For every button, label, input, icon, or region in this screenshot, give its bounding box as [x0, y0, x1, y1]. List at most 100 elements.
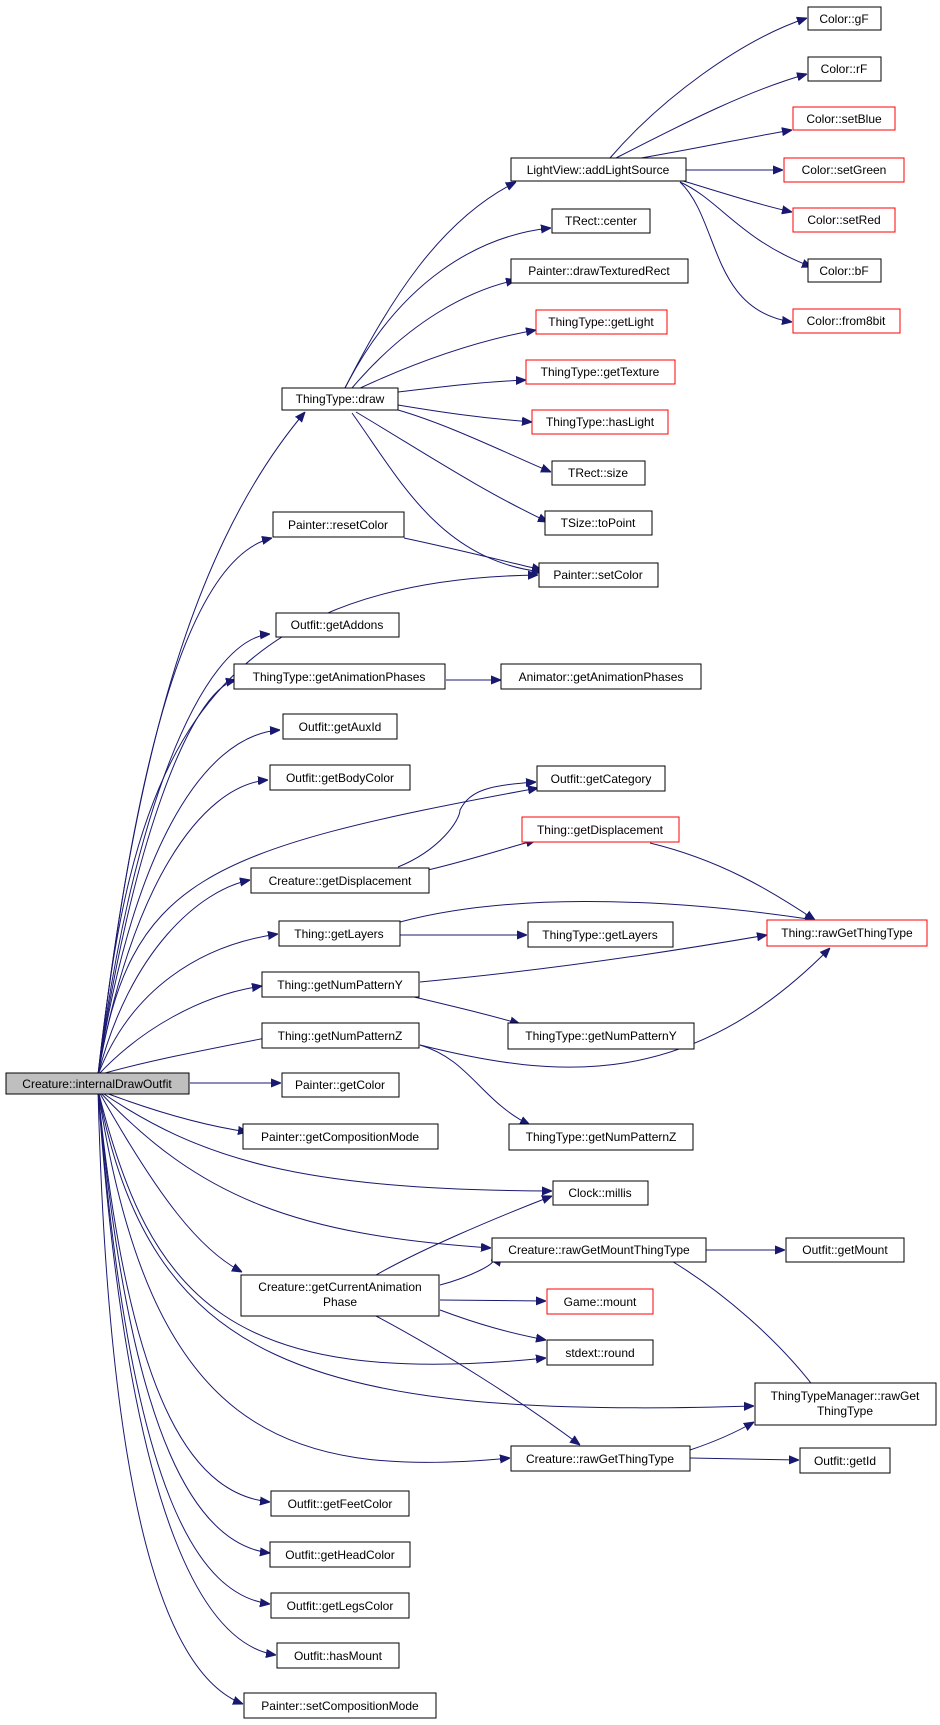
node-label: Painter::getColor [295, 1078, 385, 1092]
node-label: Color::rF [821, 62, 868, 76]
node-label: Outfit::getId [814, 1454, 876, 1468]
edge [97, 1089, 248, 1132]
edge [97, 1089, 552, 1191]
graph-node-color-setred[interactable]: Color::setRed [792, 207, 896, 233]
graph-node-painter-getcompositionmode[interactable]: Painter::getCompositionMode [242, 1123, 439, 1150]
edge [419, 948, 830, 1068]
graph-node-outfit-getid[interactable]: Outfit::getId [799, 1447, 891, 1474]
edge [97, 538, 272, 1076]
edge [649, 842, 815, 920]
graph-node-thing-rawgetthingtype[interactable]: Thing::rawGetThingType [766, 919, 928, 947]
edge [427, 840, 536, 871]
graph-node-color-setblue[interactable]: Color::setBlue [792, 106, 896, 131]
node-label: Thing::getDisplacement [537, 823, 664, 837]
edge [679, 181, 812, 267]
edge [97, 1089, 754, 1408]
graph-node-outfit-getheadcolor[interactable]: Outfit::getHeadColor [269, 1541, 411, 1568]
graph-node-thingtype-getnumpatternz[interactable]: ThingType::getNumPatternZ [508, 1123, 694, 1151]
edge [97, 986, 262, 1076]
node-label: Creature::getDisplacement [269, 874, 412, 888]
graph-node-painter-resetcolor[interactable]: Painter::resetColor [272, 511, 405, 538]
edge [97, 1089, 491, 1248]
graph-node-outfit-getbodycolor[interactable]: Outfit::getBodyColor [269, 764, 411, 791]
graph-node-thingtype-draw[interactable]: ThingType::draw [281, 387, 399, 411]
graph-node-lightview-addlightsource[interactable]: LightView::addLightSource [510, 157, 687, 182]
graph-node-stdext-round[interactable]: stdext::round [546, 1339, 654, 1366]
graph-node-clock-millis[interactable]: Clock::millis [552, 1180, 649, 1206]
node-label: Outfit::getHeadColor [285, 1548, 394, 1562]
graph-node-trect-center[interactable]: TRect::center [551, 208, 651, 234]
graph-node-color-setgreen[interactable]: Color::setGreen [783, 157, 905, 183]
edge [375, 1196, 552, 1276]
graph-node-painter-getcolor[interactable]: Painter::getColor [281, 1072, 400, 1098]
graph-node-outfit-getcategory[interactable]: Outfit::getCategory [536, 765, 666, 792]
graph-node-thing-getlayers[interactable]: Thing::getLayers [278, 920, 401, 947]
graph-node-creature-rawgetthingtype[interactable]: Creature::rawGetThingType [510, 1445, 691, 1472]
graph-node-root[interactable]: Creature::internalDrawOutfit [5, 1072, 190, 1095]
graph-node-color-from8bit[interactable]: Color::from8bit [792, 308, 901, 334]
graph-node-thingtype-getnumpatterny[interactable]: ThingType::getNumPatternY [507, 1022, 695, 1050]
graph-node-trect-size[interactable]: TRect::size [551, 460, 646, 486]
graph-node-thingtype-gettexture[interactable]: ThingType::getTexture [525, 359, 676, 385]
edge [351, 412, 542, 572]
edge [409, 995, 520, 1024]
edge [355, 411, 548, 522]
node-label: ThingType::getNumPatternY [525, 1029, 676, 1043]
node-label: Painter::getCompositionMode [261, 1130, 419, 1144]
graph-node-outfit-getlegscolor[interactable]: Outfit::getLegsColor [270, 1592, 410, 1619]
edge [97, 934, 278, 1076]
node-label: ThingType::getLight [548, 315, 654, 329]
edge [399, 901, 815, 922]
graph-node-painter-drawtexturedrect[interactable]: Painter::drawTexturedRect [510, 258, 689, 284]
node-label: Creature::rawGetThingType [526, 1452, 674, 1466]
edge [97, 634, 270, 1076]
graph-node-color-rf[interactable]: Color::rF [807, 56, 882, 82]
node-label: Thing::getLayers [294, 927, 383, 941]
edge [97, 680, 236, 1076]
graph-node-thingtypemanager-rawgetthingtype[interactable]: ThingTypeManager::rawGet ThingType [754, 1382, 937, 1426]
node-label: Outfit::hasMount [294, 1649, 383, 1663]
graph-node-color-bf[interactable]: Color::bF [807, 258, 882, 283]
edge [689, 1422, 754, 1451]
graph-node-creature-getcurrentanimationphase[interactable]: Creature::getCurrentAnimation Phase [240, 1274, 440, 1317]
graph-node-outfit-getaddons[interactable]: Outfit::getAddons [275, 612, 400, 638]
node-label: Game::mount [564, 1295, 637, 1309]
node-label: Painter::setColor [553, 568, 642, 582]
node-label: ThingType::getNumPatternZ [526, 1130, 677, 1144]
graph-node-thing-getnumpatterny[interactable]: Thing::getNumPatternY [261, 971, 420, 998]
node-label: ThingType::getAnimationPhases [253, 670, 426, 684]
graph-node-painter-setcompositionmode[interactable]: Painter::setCompositionMode [243, 1692, 437, 1719]
edge [669, 1259, 820, 1395]
graph-node-outfit-getmount[interactable]: Outfit::getMount [785, 1237, 905, 1263]
edge [97, 788, 538, 1076]
nodes: Creature::internalDrawOutfit ThingType::… [5, 6, 937, 1719]
graph-node-thing-getnumpatternz[interactable]: Thing::getNumPatternZ [261, 1022, 420, 1049]
edge [97, 1089, 510, 1462]
graph-node-game-mount[interactable]: Game::mount [546, 1288, 654, 1315]
edge [403, 537, 542, 570]
graph-node-creature-rawgetmountthingtype[interactable]: Creature::rawGetMountThingType [491, 1237, 707, 1263]
graph-node-thing-getdisplacement[interactable]: Thing::getDisplacement [521, 816, 680, 843]
graph-node-tsize-topoint[interactable]: TSize::toPoint [544, 510, 653, 536]
graph-node-outfit-getauxid[interactable]: Outfit::getAuxId [282, 713, 398, 740]
node-label: ThingType::hasLight [546, 415, 655, 429]
edges [97, 18, 830, 1704]
node-label: Color::from8bit [807, 314, 886, 328]
graph-node-creature-getdisplacement[interactable]: Creature::getDisplacement [250, 867, 430, 894]
graph-node-animator-getanimationphases[interactable]: Animator::getAnimationPhases [500, 663, 702, 690]
edge [97, 1089, 270, 1604]
graph-node-painter-setcolor[interactable]: Painter::setColor [538, 562, 659, 588]
graph-node-outfit-hasmount[interactable]: Outfit::hasMount [276, 1642, 400, 1669]
graph-node-outfit-getfeetcolor[interactable]: Outfit::getFeetColor [270, 1490, 410, 1517]
graph-node-thingtype-haslight[interactable]: ThingType::hasLight [531, 409, 669, 435]
graph-node-thingtype-getlayers[interactable]: ThingType::getLayers [527, 921, 674, 948]
node-label: LightView::addLightSource [527, 163, 670, 177]
node-label: Creature::getCurrentAnimation [258, 1280, 421, 1294]
node-label: Thing::rawGetThingType [781, 926, 913, 940]
graph-node-thingtype-getlight[interactable]: ThingType::getLight [535, 309, 668, 335]
graph-node-thingtype-getanimationphases[interactable]: ThingType::getAnimationPhases [233, 663, 446, 690]
node-label: ThingType::getLayers [542, 928, 657, 942]
node-label: Outfit::getBodyColor [286, 771, 394, 785]
graph-node-color-gf[interactable]: Color::gF [807, 6, 882, 31]
